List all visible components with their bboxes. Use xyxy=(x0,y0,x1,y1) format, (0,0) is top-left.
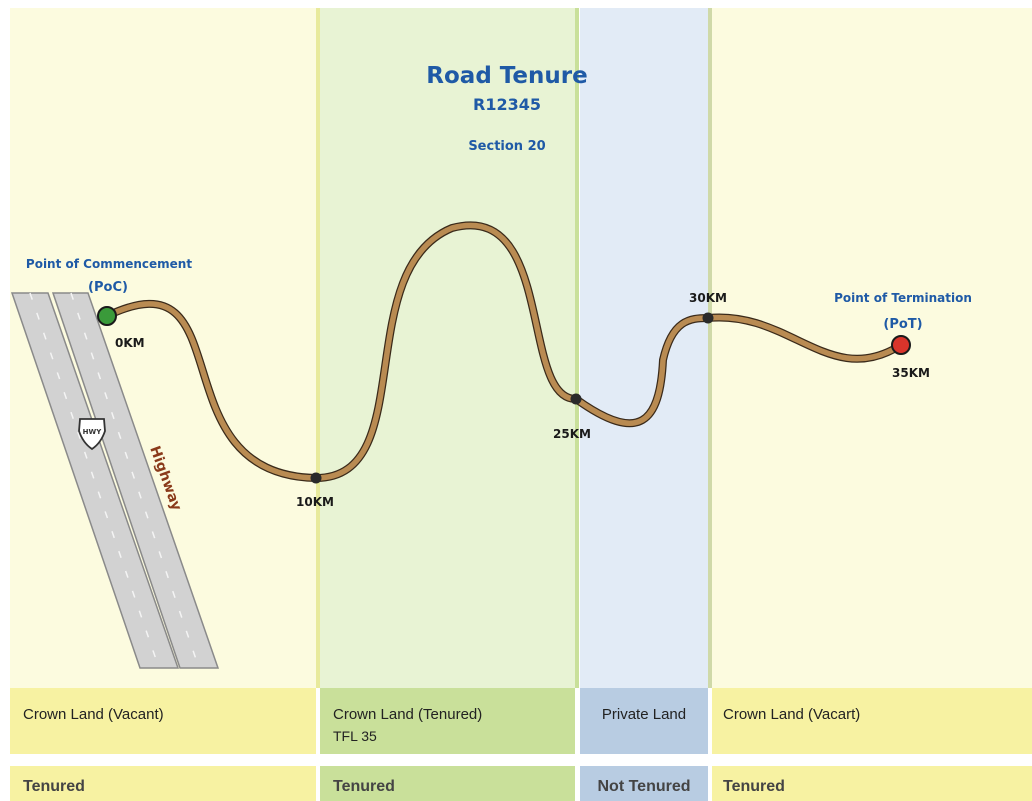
diagram-title: Road Tenure xyxy=(426,63,587,89)
land-sublabel: TFL 35 xyxy=(333,728,377,744)
marker-dot xyxy=(702,312,714,324)
end-point-abbr: (PoT) xyxy=(883,317,922,332)
km-label-end: 35KM xyxy=(892,366,930,380)
tenure-band xyxy=(10,766,316,801)
land-band xyxy=(580,688,708,754)
tenure-band xyxy=(712,766,1032,801)
highway-lane-left xyxy=(10,292,180,669)
land-bands xyxy=(10,688,1032,754)
land-band xyxy=(712,688,1032,754)
tenure-label: Tenured xyxy=(333,778,395,795)
km-label-30: 30KM xyxy=(689,291,727,305)
land-band xyxy=(10,688,316,754)
highway: HWY Highway xyxy=(10,292,220,669)
km-markers: 0KM 10KM 25KM 30KM 35KM xyxy=(97,291,930,509)
zones xyxy=(10,8,1032,688)
section-label: Section 20 xyxy=(468,139,545,154)
zone-crown-tenured xyxy=(320,8,575,688)
end-point-name: Point of Termination xyxy=(834,291,972,305)
highway-shield-icon: HWY xyxy=(78,418,106,451)
road-id: R12345 xyxy=(473,95,541,114)
marker-dot xyxy=(310,472,322,484)
tenure-label: Not Tenured xyxy=(597,778,690,795)
end-point-dot xyxy=(891,335,911,355)
zone-crown-vacant-east xyxy=(712,8,1032,688)
lane-dash xyxy=(70,292,200,669)
tenure-label: Tenured xyxy=(23,778,85,795)
marker-dot xyxy=(570,393,582,405)
land-label: Crown Land (Tenured) xyxy=(333,706,482,723)
tenure-band xyxy=(320,766,575,801)
land-label: Private Land xyxy=(602,706,686,723)
highway-shield-label: HWY xyxy=(83,428,103,436)
highway-lane-right xyxy=(51,292,220,669)
tenure-label: Tenured xyxy=(723,778,785,795)
land-label: Crown Land (Vacart) xyxy=(723,706,860,723)
tenure-band xyxy=(580,766,708,801)
land-label: Crown Land (Vacant) xyxy=(23,706,164,723)
start-point-abbr: (PoC) xyxy=(88,280,128,295)
start-point-name: Point of Commencement xyxy=(26,257,192,271)
km-label-10: 10KM xyxy=(296,495,334,509)
zone-private-land xyxy=(580,8,708,688)
land-band xyxy=(320,688,575,754)
km-label-start: 0KM xyxy=(115,336,145,350)
start-point-dot xyxy=(97,306,117,326)
lane-dash xyxy=(29,292,160,669)
tenure-bands xyxy=(10,766,1032,801)
km-label-25: 25KM xyxy=(553,427,591,441)
